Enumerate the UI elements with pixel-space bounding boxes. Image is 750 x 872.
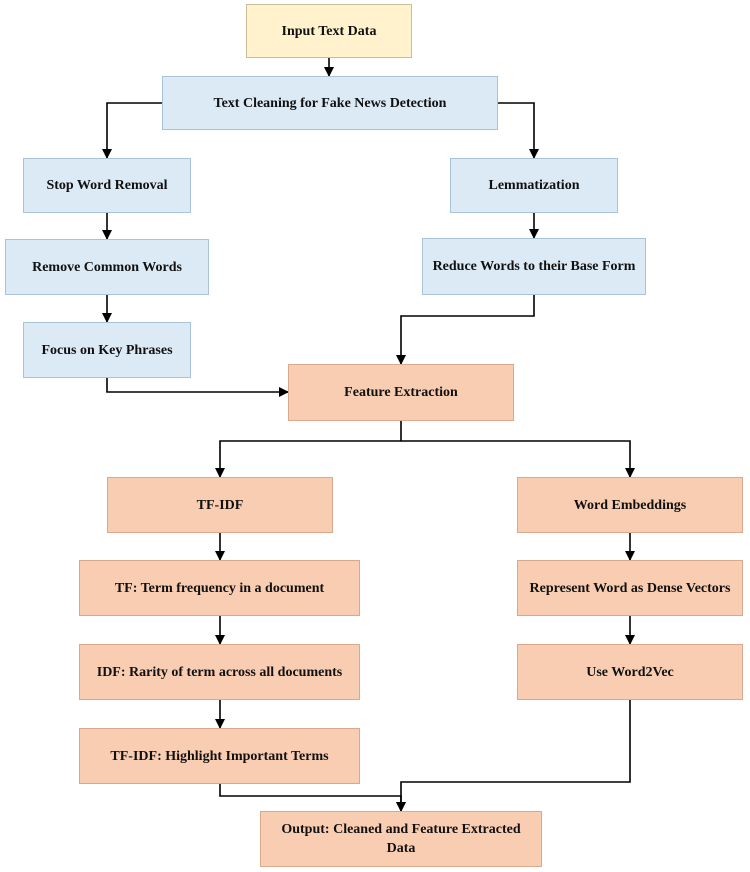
node-tfidf-label: TF-IDF bbox=[196, 497, 244, 513]
arrow-word2vec-to-output bbox=[396, 700, 631, 812]
node-input-label: Input Text Data bbox=[281, 23, 377, 39]
node-tf-term-frequency-label: TF: Term frequency in a document bbox=[114, 580, 325, 596]
node-tfidf-highlight: TF-IDF: Highlight Important Terms bbox=[79, 728, 360, 784]
arrow-tfidf-highlight-to-output bbox=[219, 784, 406, 812]
node-lemmatization: Lemmatization bbox=[450, 158, 618, 213]
node-tfidf: TF-IDF bbox=[107, 477, 333, 533]
node-idf-rarity: IDF: Rarity of term across all documents bbox=[79, 644, 360, 700]
node-dense-vectors-label: Represent Word as Dense Vectors bbox=[529, 580, 731, 596]
node-word2vec-label: Use Word2Vec bbox=[586, 664, 674, 680]
node-cleaning-label: Text Cleaning for Fake News Detection bbox=[213, 95, 447, 111]
node-reduce-base-form-label: Reduce Words to their Base Form bbox=[432, 259, 636, 274]
node-remove-common-words-label: Remove Common Words bbox=[32, 259, 182, 275]
node-focus-key-phrases-label: Focus on Key Phrases bbox=[41, 342, 173, 358]
node-dense-vectors: Represent Word as Dense Vectors bbox=[517, 560, 743, 616]
arrow-cleaning-to-stop-word-removal bbox=[102, 102, 162, 159]
node-word-embeddings: Word Embeddings bbox=[517, 477, 743, 533]
node-stop-word-removal: Stop Word Removal bbox=[23, 158, 191, 213]
node-lemmatization-label: Lemmatization bbox=[488, 178, 580, 193]
node-cleaning: Text Cleaning for Fake News Detection bbox=[162, 76, 498, 130]
node-stop-word-removal-label: Stop Word Removal bbox=[46, 178, 168, 193]
node-input: Input Text Data bbox=[246, 4, 412, 58]
arrow-focus-key-phrases-to-feature-extraction bbox=[106, 378, 289, 397]
node-word2vec: Use Word2Vec bbox=[517, 644, 743, 700]
node-word-embeddings-label: Word Embeddings bbox=[573, 497, 687, 513]
node-focus-key-phrases: Focus on Key Phrases bbox=[23, 322, 191, 378]
arrow-cleaning-to-lemmatization bbox=[498, 102, 539, 159]
node-output: Output: Cleaned and Feature Extracted Da… bbox=[260, 811, 542, 867]
node-output-label: Output: Cleaned and Feature Extracted Da… bbox=[281, 822, 521, 856]
arrow-reduce-base-form-to-feature-extraction bbox=[396, 295, 535, 365]
arrow-feature-extraction-to-tfidf bbox=[215, 421, 402, 478]
node-remove-common-words: Remove Common Words bbox=[5, 239, 209, 295]
node-feature-extraction-label: Feature Extraction bbox=[344, 385, 458, 400]
node-reduce-base-form: Reduce Words to their Base Form bbox=[422, 238, 646, 295]
node-feature-extraction: Feature Extraction bbox=[288, 364, 514, 421]
node-tfidf-highlight-label: TF-IDF: Highlight Important Terms bbox=[110, 748, 329, 764]
node-tf-term-frequency: TF: Term frequency in a document bbox=[79, 560, 360, 616]
node-idf-rarity-label: IDF: Rarity of term across all documents bbox=[96, 664, 343, 680]
arrow-feature-extraction-to-word-embeddings bbox=[401, 440, 635, 478]
